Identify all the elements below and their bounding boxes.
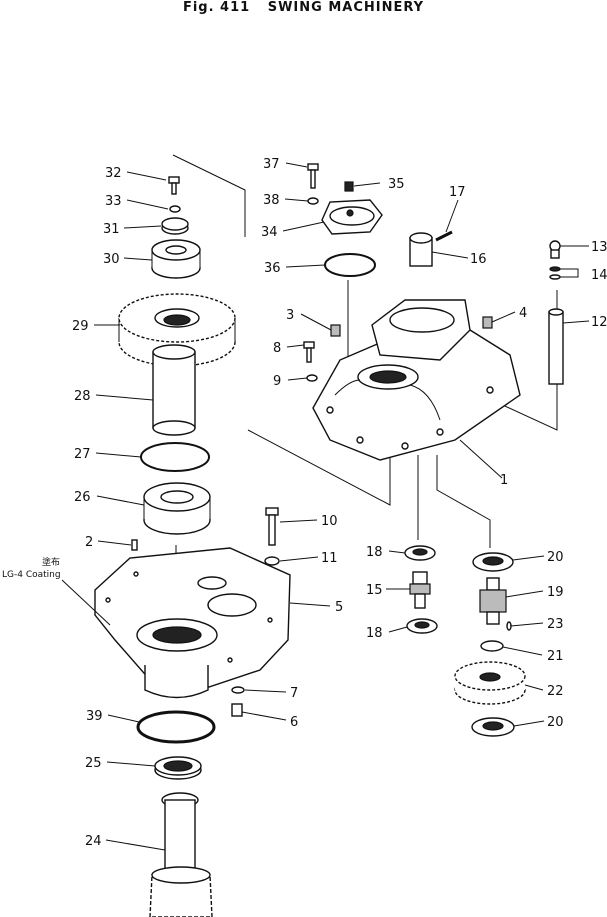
callout-30: 30 (103, 252, 120, 267)
part-gear-22 (454, 661, 526, 705)
part-pin-17 (435, 230, 453, 242)
part-snap-ring-27 (140, 442, 210, 472)
part-bearing-30 (151, 239, 201, 279)
coating-note-jp: 塗布 (42, 556, 60, 568)
callout-14: 14 (591, 268, 607, 283)
part-washer-9 (306, 374, 318, 382)
callout-13: 13 (591, 240, 607, 255)
callout-19: 19 (547, 585, 564, 600)
part-bushing-16 (409, 232, 433, 267)
callout-35: 35 (388, 177, 405, 192)
part-bearing-18-upper (404, 545, 436, 561)
callout-34: 34 (261, 225, 278, 240)
part-plug-3 (330, 324, 341, 337)
callout-4: 4 (519, 306, 527, 321)
part-bearing-20-lower (471, 717, 515, 737)
part-pinion-shaft-24 (149, 792, 213, 917)
part-sleeve-28 (152, 344, 196, 436)
callout-6: 6 (290, 715, 298, 730)
callout-9: 9 (273, 374, 281, 389)
callout-3: 3 (286, 308, 294, 323)
callout-31: 31 (103, 222, 120, 237)
callout-20-upper: 20 (547, 550, 564, 565)
part-cover-34 (321, 199, 383, 235)
part-gaskets-14 (549, 266, 561, 280)
part-pinion-15 (409, 571, 431, 609)
callout-10: 10 (321, 514, 338, 529)
callout-12: 12 (591, 315, 607, 330)
callout-36: 36 (264, 261, 281, 276)
part-o-ring-36 (324, 253, 376, 277)
part-washer-11 (264, 556, 280, 566)
part-bolt-10 (265, 507, 279, 546)
callout-11: 11 (321, 551, 338, 566)
callout-20-lower: 20 (547, 715, 564, 730)
callout-32: 32 (105, 166, 122, 181)
part-upper-housing-1 (312, 299, 521, 461)
figure-name: SWING MACHINERY (267, 0, 425, 15)
part-bearing-18-lower (406, 618, 438, 634)
part-plug-4 (482, 316, 493, 329)
callout-2: 2 (85, 535, 93, 550)
callout-29: 29 (72, 319, 89, 334)
part-key-23 (506, 621, 512, 631)
callout-22: 22 (547, 684, 564, 699)
callout-8: 8 (273, 341, 281, 356)
part-bolt-37 (307, 163, 319, 189)
part-plug-6 (231, 703, 243, 717)
figure-title: Fig. 411 SWING MACHINERY (0, 0, 607, 15)
callout-17: 17 (449, 185, 466, 200)
part-seal-39 (136, 710, 216, 744)
callout-16: 16 (470, 252, 487, 267)
coating-note-text: LG-4 Coating (2, 570, 61, 580)
callout-1: 1 (500, 473, 508, 488)
callout-38: 38 (263, 193, 280, 208)
part-washer-33 (169, 205, 181, 213)
callout-5: 5 (335, 600, 343, 615)
part-bearing-26 (143, 482, 211, 535)
callout-28: 28 (74, 389, 91, 404)
callout-23: 23 (547, 617, 564, 632)
part-cap-31 (161, 217, 189, 235)
part-washer-38 (307, 197, 319, 205)
part-shaft-19 (479, 577, 507, 625)
callout-7: 7 (290, 686, 298, 701)
part-bearing-25 (154, 756, 202, 780)
callout-15: 15 (366, 583, 383, 598)
callout-37: 37 (263, 157, 280, 172)
part-o-ring-7 (231, 686, 245, 694)
part-ring-21 (480, 640, 504, 652)
part-plug-35 (344, 181, 354, 192)
callout-24: 24 (85, 834, 102, 849)
callout-27: 27 (74, 447, 91, 462)
part-pin-2 (131, 539, 138, 551)
part-bolt-8 (303, 341, 315, 363)
coating-note: 塗布 LG-4 Coating (2, 556, 61, 580)
callout-labels: 32 33 31 30 29 28 27 26 2 39 25 24 37 35… (72, 157, 607, 849)
part-bolt-32 (168, 176, 180, 195)
leader-lines (61, 162, 590, 851)
callout-18-lower: 18 (366, 626, 383, 641)
part-gear-29 (118, 293, 236, 367)
callout-33: 33 (105, 194, 122, 209)
part-lower-housing-5 (94, 547, 291, 699)
callout-21: 21 (547, 649, 564, 664)
callout-18-upper: 18 (366, 545, 383, 560)
part-bearing-20-upper (472, 552, 514, 572)
part-dipstick-12 (548, 308, 564, 385)
figure-number: Fig. 411 (182, 0, 251, 15)
callout-39: 39 (86, 709, 103, 724)
part-breather-13 (549, 240, 561, 259)
callout-25: 25 (85, 756, 102, 771)
callout-26: 26 (74, 490, 91, 505)
